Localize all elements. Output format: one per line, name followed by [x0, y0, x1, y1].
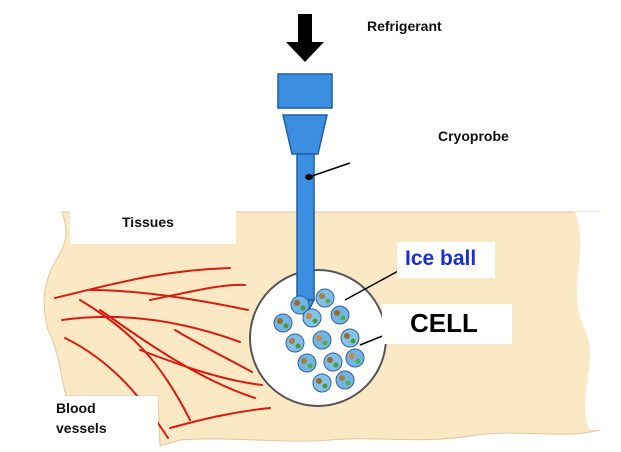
cell — [298, 354, 316, 372]
probe-handle — [283, 115, 327, 154]
cryoprobe-pointer-line — [309, 163, 350, 177]
cell — [331, 306, 349, 324]
cell — [336, 371, 354, 389]
cell — [303, 309, 321, 327]
blood-vessels-label-line1: Blood — [56, 400, 96, 416]
refrigerant-label: Refrigerant — [367, 18, 442, 34]
cell-label: CELL — [410, 308, 478, 339]
cell — [313, 374, 331, 392]
cell — [274, 314, 292, 332]
cell — [286, 334, 304, 352]
refrigerant-arrow — [286, 14, 324, 62]
cell — [346, 349, 364, 367]
blood-vessels-label-line2: vessels — [56, 420, 107, 436]
cell — [313, 331, 331, 349]
ice-ball-label: Ice ball — [405, 247, 476, 271]
cell — [316, 289, 334, 307]
cryoprobe-label: Cryoprobe — [438, 128, 509, 144]
probe-cap — [278, 74, 332, 108]
tissues-label: Tissues — [122, 214, 174, 230]
cell — [341, 329, 359, 347]
cell — [324, 353, 342, 371]
